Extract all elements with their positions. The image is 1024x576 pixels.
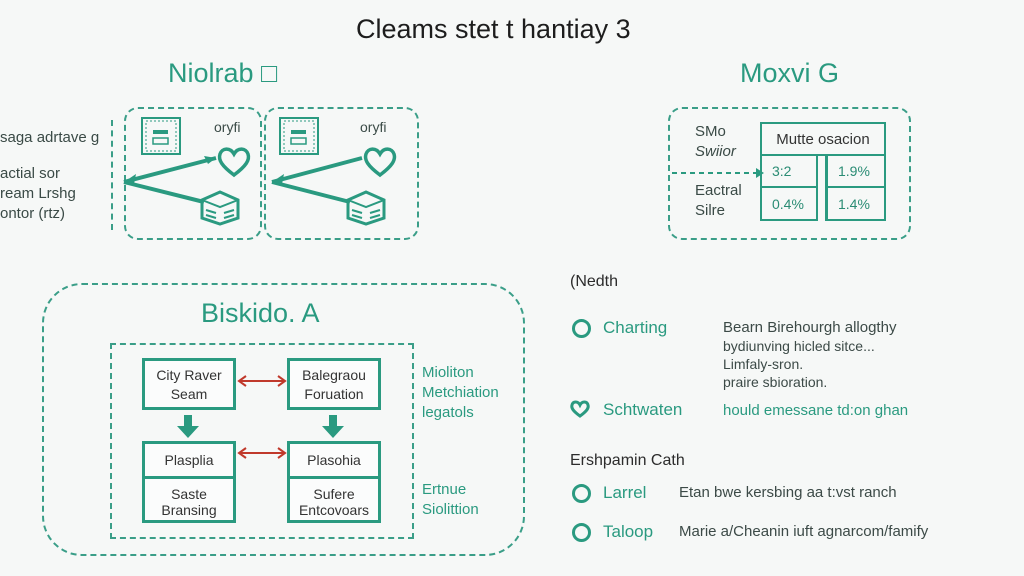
node-balegraou: Balegraou Foruation (287, 358, 381, 410)
node-line: Entcovoars (298, 502, 370, 518)
desc-line: Bearn Birehourgh allogthy (723, 319, 897, 336)
document-icon (279, 117, 319, 155)
connector-arrows (123, 156, 217, 204)
panel-a-heading: Niolrab □ (168, 58, 278, 88)
panel-b-heading: Moxvi G (740, 58, 840, 88)
down-arrow (177, 415, 199, 438)
legend-section-title: (Nedth (570, 273, 619, 290)
legend-label: Taloop (603, 522, 654, 541)
node-plasplia: Plasplia Saste Bransing (142, 441, 236, 523)
row-label: Silre (695, 202, 726, 219)
panel-c-frame (42, 283, 525, 556)
dashed-arrow (672, 168, 764, 178)
legend-desc: Marie a/Cheanin iuft agnarcom/famify (679, 523, 929, 540)
table-header: Mutte osacion (760, 122, 886, 156)
bidirectional-arrow (237, 375, 287, 387)
legend-desc: Bearn Birehourgh allogthy bydiunving hic… (723, 319, 896, 391)
legend-label: Larrel (603, 483, 647, 502)
circle-icon (572, 484, 591, 503)
card-label: oryfi (214, 119, 241, 135)
desc-line: praire sbioration. (723, 374, 828, 390)
bidirectional-arrow (237, 447, 287, 459)
legend-desc: Etan bwe kersbing aa t:vst ranch (679, 484, 897, 501)
heart-icon (217, 147, 251, 178)
down-arrow (322, 415, 344, 438)
circle-icon (572, 523, 591, 542)
document-icon (141, 117, 181, 155)
table-cell: 0.4% (760, 186, 818, 221)
panel-a-card: oryfi (124, 107, 262, 240)
panel-c-inner-frame (110, 343, 414, 539)
panel-c-heading: Biskido. A (201, 298, 320, 328)
node-city-raver: City Raver Seam (142, 358, 236, 410)
legend-section-title: Ershpamin Cath (570, 452, 685, 469)
database-icon (346, 190, 386, 226)
node-line: Seam (170, 386, 208, 402)
node-line: Foruation (304, 386, 364, 402)
connector-arrows (271, 156, 363, 204)
legend-desc: hould emessane td:on ghan (723, 402, 909, 419)
page-title: Cleams stet t hantiay 3 (356, 14, 631, 44)
node-title: Plasplia (145, 444, 233, 479)
node-body: Saste Bransing (145, 479, 233, 518)
node-plasohia: Plasohia Sufere Entcovoars (287, 441, 381, 523)
side-note: Mioliton Metchiation legatols (422, 363, 499, 423)
node-line: Sufere (313, 486, 355, 502)
node-line: Saste (171, 486, 207, 502)
side-note-line: Metchiation (422, 384, 499, 401)
table-cell: 1.4% (826, 186, 886, 221)
desc-line: bydiunving hicled sitce... (723, 338, 875, 354)
row-label: Eactral (695, 182, 742, 199)
node-body: Sufere Entcovoars (290, 479, 378, 518)
node-line: City Raver (156, 367, 222, 383)
card-label: oryfi (360, 119, 387, 135)
table-divider (816, 154, 828, 221)
node-line: Balegraou (302, 367, 366, 383)
side-note-line: Mioliton (422, 364, 474, 381)
heart-icon (570, 400, 590, 418)
panel-a-card: oryfi (264, 107, 419, 240)
panel-a-side-label: saga adrtave g (0, 129, 100, 146)
legend-label: Schtwaten (603, 400, 683, 419)
row-label: Swiior (695, 143, 736, 160)
panel-a-side-label: ontor (rtz) (0, 205, 66, 222)
side-note: Ertnue Siolittion (422, 480, 479, 520)
side-note-line: legatols (422, 404, 474, 421)
panel-a-side-label: ream Lrshg (0, 185, 76, 202)
side-note-line: Ertnue (422, 481, 467, 498)
table-cell: 1.9% (826, 154, 886, 188)
panel-a-side-label: actial sor (0, 165, 61, 182)
panel-b-frame (668, 107, 911, 240)
metrics-table: Mutte osacion 3:2 1.9% 0.4% 1.4% (760, 122, 886, 221)
node-line: Bransing (161, 502, 217, 518)
table-cell: 3:2 (760, 154, 818, 188)
side-note-line: Siolittion (422, 501, 479, 518)
legend-label: Charting (603, 318, 668, 337)
row-label: SMo (695, 123, 726, 140)
database-icon (200, 190, 240, 226)
node-title: Plasohia (290, 444, 378, 479)
circle-icon (572, 319, 591, 338)
heart-icon (363, 147, 397, 178)
desc-line: Limfaly-sron. (723, 356, 804, 372)
panel-a-divider (111, 120, 113, 230)
